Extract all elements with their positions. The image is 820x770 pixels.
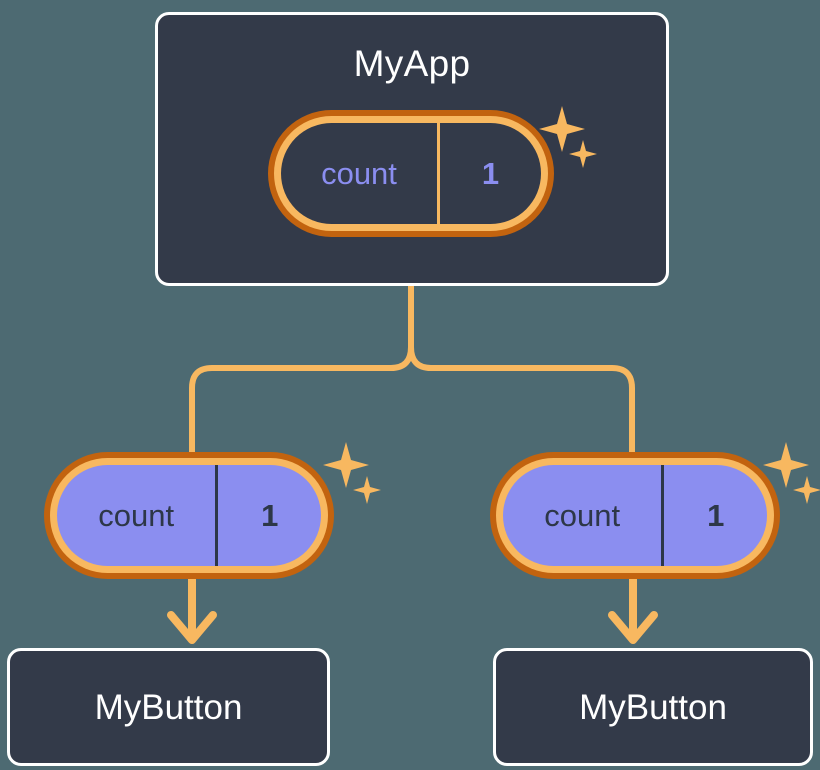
component-title-mybutton-right: MyButton bbox=[579, 687, 727, 727]
component-title-myapp: MyApp bbox=[353, 43, 471, 84]
component-title-mybutton-left: MyButton bbox=[94, 687, 243, 727]
connector-branch-left bbox=[189, 344, 414, 455]
component-box-mybutton-right[interactable]: MyButton bbox=[493, 648, 813, 766]
state-key-label: count bbox=[321, 156, 397, 191]
state-pill-core: count 1 bbox=[281, 123, 541, 224]
sparkle-small-icon bbox=[793, 476, 820, 504]
state-pill-core: count 1 bbox=[57, 465, 321, 566]
sparkle-large-icon bbox=[323, 442, 369, 488]
state-key-label: count bbox=[98, 498, 175, 533]
state-pill-value: 1 bbox=[437, 123, 541, 224]
state-pill-child-right[interactable]: count 1 bbox=[490, 452, 780, 579]
state-value-label: 1 bbox=[481, 156, 500, 191]
state-pill-core: count 1 bbox=[503, 465, 767, 566]
arrow-down-left-head bbox=[167, 611, 217, 644]
state-pill-myapp[interactable]: count 1 bbox=[268, 110, 554, 237]
component-box-mybutton-left[interactable]: MyButton bbox=[7, 648, 330, 766]
state-pill-child-left[interactable]: count 1 bbox=[44, 452, 334, 579]
state-pill-ring: count 1 bbox=[50, 458, 328, 573]
state-pill-key: count bbox=[281, 123, 437, 224]
connector-branch-right bbox=[408, 344, 635, 455]
sparkle-small-icon bbox=[353, 476, 381, 504]
state-value-label: 1 bbox=[261, 498, 279, 533]
state-pill-key: count bbox=[57, 465, 215, 566]
state-key-label: count bbox=[544, 498, 621, 533]
state-pill-ring: count 1 bbox=[496, 458, 774, 573]
arrow-down-right-head bbox=[608, 611, 658, 644]
state-pill-ring: count 1 bbox=[274, 116, 548, 231]
state-pill-value: 1 bbox=[661, 465, 767, 566]
state-pill-value: 1 bbox=[215, 465, 321, 566]
state-pill-key: count bbox=[503, 465, 661, 566]
state-value-label: 1 bbox=[707, 498, 725, 533]
